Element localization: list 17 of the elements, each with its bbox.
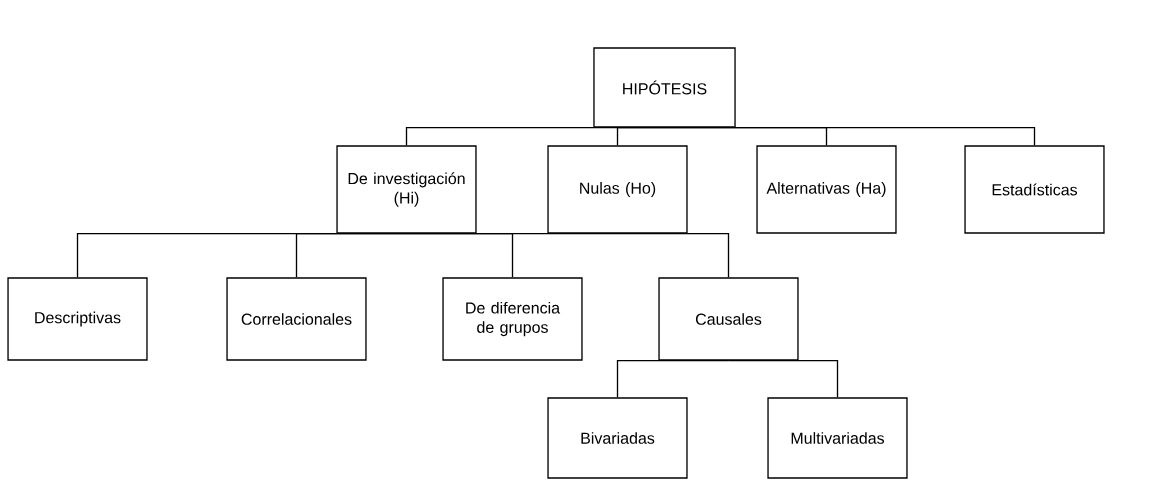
box: De diferencia de grupos: [442, 277, 583, 361]
box: Estadísticas: [964, 145, 1105, 234]
box: Multivariadas: [767, 397, 908, 479]
box: Nulas (Ho): [547, 145, 688, 234]
connector: [616, 360, 730, 398]
box: Descriptivas: [7, 277, 148, 361]
connector: [405, 232, 730, 278]
connector: [727, 360, 839, 398]
box: De investigación (Hi): [336, 145, 477, 234]
box: Correlacionales: [226, 277, 367, 361]
connector: [663, 126, 1036, 147]
box: Alternativas (Ha): [756, 145, 897, 234]
connector: [295, 232, 408, 278]
box: HIPÓTESIS: [593, 47, 736, 128]
box: Bivariadas: [547, 397, 688, 479]
box: Causales: [658, 277, 799, 361]
connector: [616, 126, 666, 147]
